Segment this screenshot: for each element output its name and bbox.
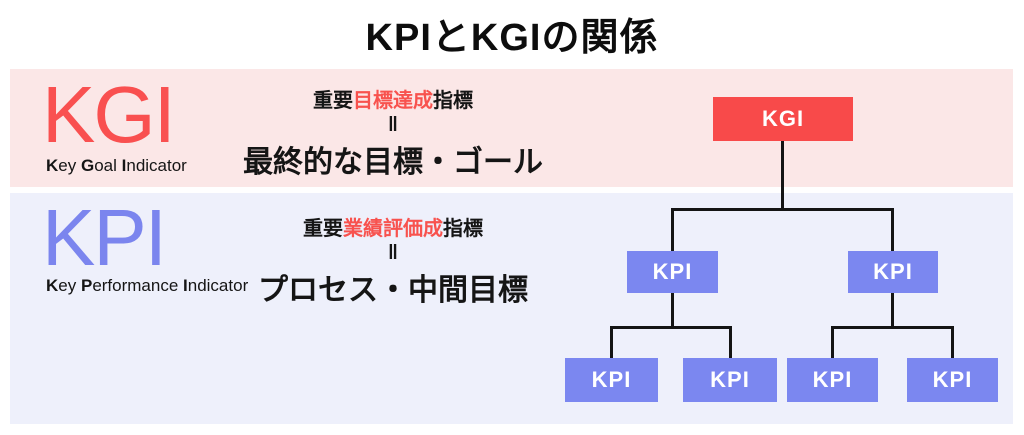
kpi-subtitle-text: ndicator [187,276,249,295]
kpi-subtitle-initial: K [46,276,59,295]
kgi-description: 重要目標達成指標 ‖ 最終的な目標・ゴール [225,84,561,181]
kgi-meaning: 最終的な目標・ゴール [243,146,543,179]
kgi-subtitle-text: oal [94,156,122,175]
kgi-subtitle-initial: G [80,156,95,175]
kgi-subtitle-initial: K [46,156,59,175]
kgi-term: 重要目標達成指標 [313,84,473,113]
kgi-subtitle-text: ey [58,156,81,175]
kpi-meaning: プロセス・中間目標 [258,274,528,307]
kpi-subtitle-initial: P [80,276,93,295]
kpi-subtitle: Key Performance Indicator [46,276,248,296]
kgi-subtitle: Key Goal Indicator [46,156,187,176]
kpi-term-suffix: 指標 [443,218,483,240]
kgi-subtitle-initial: I [121,156,127,175]
kpi-subtitle-text: ey [58,276,81,295]
kpi-subtitle-text: erformance [92,276,184,295]
kgi-subtitle-text: ndicator [126,156,187,175]
equals-symbol: ‖ [388,114,398,136]
page-title: KPIとKGIの関係 [365,17,659,59]
kgi-term-highlight: 目標達成 [353,90,433,112]
kpi-term-prefix: 重要 [303,218,343,240]
kgi-section: KGI Key Goal Indicator 重要目標達成指標 ‖ 最終的な目標… [10,69,1013,187]
kpi-term-highlight: 業績評価成 [343,218,443,240]
kgi-term-prefix: 重要 [313,90,353,112]
kpi-acronym: KPI [42,193,167,282]
kgi-acronym: KGI [42,70,176,159]
equals-symbol: ‖ [388,242,398,264]
kpi-subtitle-initial: I [183,276,188,295]
kpi-section: KPI Key Performance Indicator 重要業績評価成指標 … [10,193,1013,424]
kpi-description: 重要業績評価成指標 ‖ プロセス・中間目標 [225,212,561,309]
kpi-term: 重要業績評価成指標 [303,212,483,241]
kgi-term-suffix: 指標 [433,90,473,112]
